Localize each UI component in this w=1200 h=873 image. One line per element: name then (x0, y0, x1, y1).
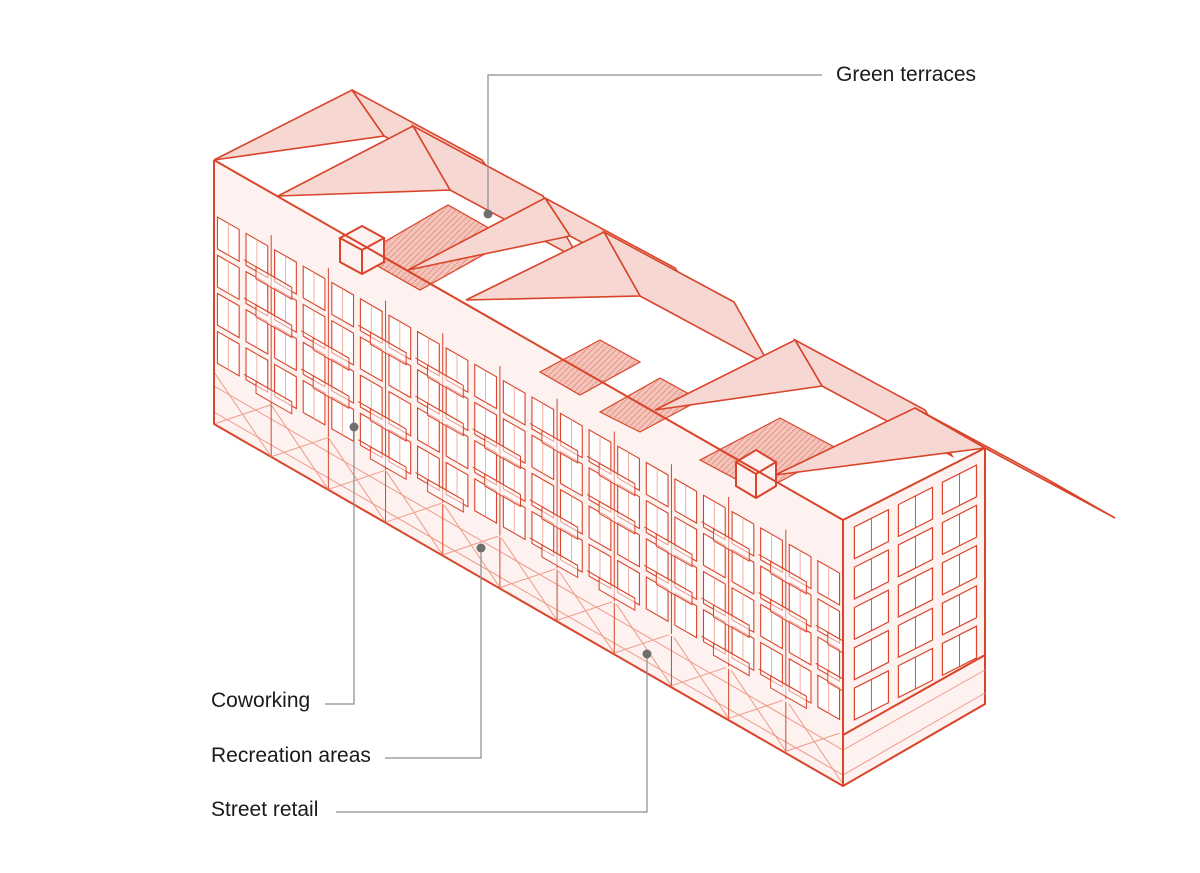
balcony-rail (255, 380, 293, 415)
balcony-rail (541, 429, 579, 464)
brace (271, 436, 329, 458)
left-facade (213, 160, 865, 735)
roof-slope (601, 229, 773, 369)
balcony-rail (427, 478, 464, 513)
balcony-rail (598, 576, 636, 612)
balcony-rail (427, 402, 464, 437)
brace (328, 469, 386, 490)
balcony-rail (484, 435, 521, 470)
roof-gable (213, 88, 386, 161)
dot-green-terraces (483, 209, 493, 219)
balcony-rail (712, 604, 750, 639)
dot-coworking (349, 422, 359, 432)
roof-gable (774, 407, 988, 476)
dot-street-retail (642, 649, 652, 659)
roof-gable (465, 230, 642, 301)
brace (614, 633, 672, 654)
balcony-rail (598, 500, 636, 535)
brace (499, 567, 558, 589)
pitched-roofs (213, 88, 1116, 519)
roof-gable (407, 196, 572, 271)
balcony-rail (712, 642, 750, 677)
balcony-rail (484, 473, 521, 508)
balcony-rail (369, 445, 407, 481)
label-recreation-areas: Recreation areas (211, 744, 371, 767)
leader-coworking (325, 427, 355, 705)
balcony-rail (369, 331, 407, 366)
balcony-rail (255, 304, 293, 339)
balcony-rail (541, 505, 579, 541)
brace (556, 600, 615, 621)
label-street-retail: Street retail (211, 798, 319, 821)
balcony-rail (712, 527, 750, 562)
dot-recreation (476, 543, 486, 553)
balcony-rail (770, 598, 807, 633)
balcony-rail (770, 675, 807, 710)
leader-lines (325, 74, 822, 813)
roof-gable (654, 338, 824, 411)
leader-recreation (385, 548, 482, 759)
balcony-rail (770, 560, 807, 595)
balcony-rail (541, 544, 579, 579)
leader-green-terraces (487, 74, 822, 214)
balcony-rail (312, 336, 350, 372)
building (213, 88, 1116, 788)
brace (442, 535, 501, 556)
leader-street-retail (336, 654, 648, 813)
balcony-rail (427, 364, 464, 399)
brace (671, 666, 729, 687)
brace (385, 502, 443, 523)
roof-gable (277, 124, 452, 197)
brace (213, 404, 272, 425)
balcony-rail (655, 533, 693, 568)
balcony-rail (598, 462, 636, 497)
end-facade (842, 446, 986, 737)
label-green-terraces: Green terraces (836, 63, 977, 86)
balcony-rail (655, 571, 693, 606)
brace (785, 731, 844, 752)
balcony-rail (312, 375, 350, 410)
balcony-rail (369, 407, 407, 442)
balcony-rail (255, 265, 293, 301)
label-coworking: Coworking (211, 689, 311, 712)
brace (728, 698, 786, 720)
